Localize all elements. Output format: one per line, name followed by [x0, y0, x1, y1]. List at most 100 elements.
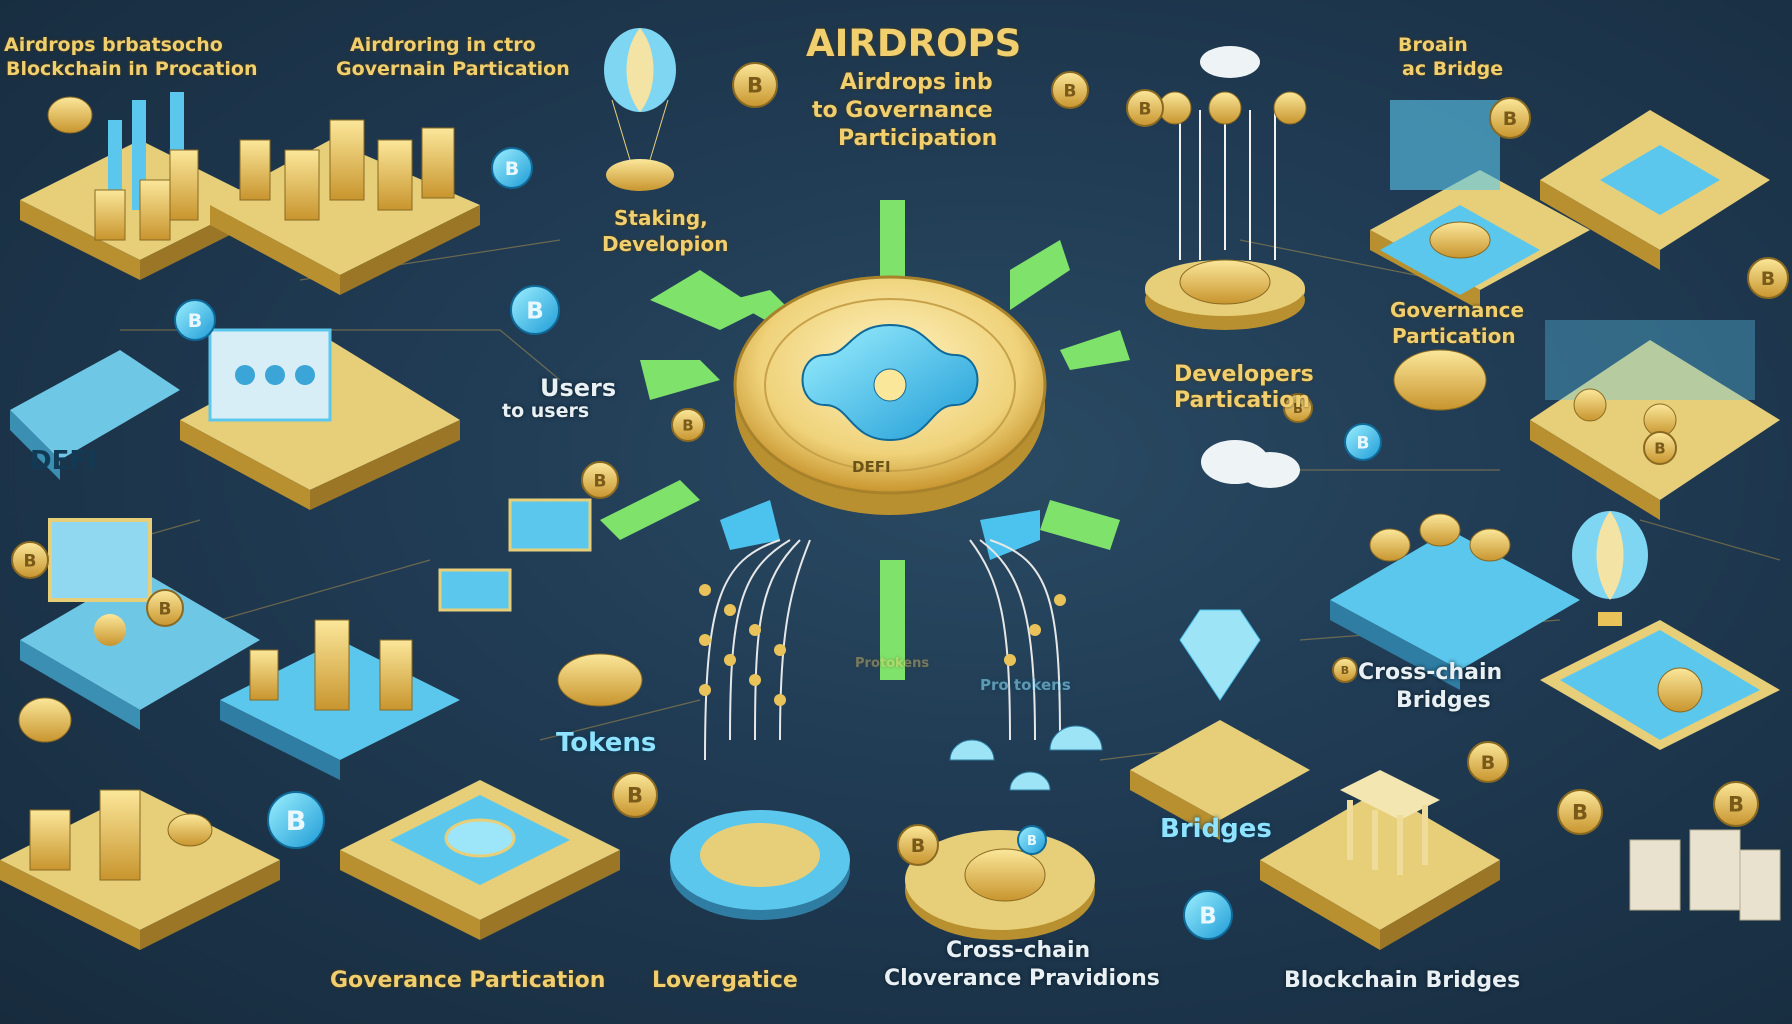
platform-bottom-left — [0, 697, 280, 950]
hub-label: DEFI — [852, 458, 891, 476]
svg-text:B: B — [911, 835, 925, 857]
token-boxes — [438, 498, 643, 707]
label-bottom-left: Goverance Partication — [330, 968, 606, 993]
label-bottom-left-2: Lovergatice — [652, 968, 798, 993]
label-center-faint: Protokens — [855, 656, 930, 671]
label-bottom-mid-2: Cloverance Pravidions — [884, 966, 1160, 991]
platform-top-mid — [210, 119, 480, 295]
label-bottom-mid-1: Cross-chain — [946, 938, 1091, 963]
coin-icon: B — [732, 62, 778, 108]
svg-text:B: B — [1293, 402, 1303, 417]
coin-icon: B — [612, 772, 658, 818]
label-top-right-1: Broain — [1398, 34, 1468, 56]
label-bridges: Bridges — [1160, 814, 1272, 844]
label-pro-tokens: Pro tokens — [980, 676, 1071, 694]
coin-icon: B — [510, 285, 560, 335]
coin-icon: B — [897, 824, 939, 866]
label-developers-1: Developers — [1174, 362, 1314, 387]
label-tokens: Tokens — [556, 728, 657, 758]
platform-left-monitor — [20, 518, 260, 730]
subtitle-line-1: Airdrops inb — [840, 70, 993, 95]
svg-text:B: B — [1199, 903, 1217, 929]
svg-text:B: B — [24, 551, 37, 571]
subtitle-line-2: to Governance — [812, 98, 993, 123]
coin-icon: B — [581, 461, 619, 499]
svg-text:B: B — [594, 471, 607, 491]
svg-text:B: B — [1728, 793, 1744, 817]
subtitle-line-3: Participation — [838, 126, 998, 151]
central-hub-coin — [733, 275, 1047, 515]
svg-text:B: B — [286, 806, 307, 837]
label-top-mid-2: Governain Partication — [336, 58, 570, 80]
label-staking-1: Staking, — [614, 206, 708, 230]
balloon-icon — [604, 28, 676, 191]
svg-text:B: B — [1357, 433, 1370, 453]
drip-lines-right — [969, 539, 1061, 741]
label-governance-2: Partication — [1392, 324, 1516, 348]
label-top-left-1: Airdrops brbatsocho — [4, 34, 223, 56]
drip-dots — [699, 584, 1066, 706]
coin-icon: B — [1283, 393, 1313, 423]
coin-icon: B — [1332, 657, 1358, 683]
coin-icon: B — [1126, 89, 1164, 127]
svg-text:B: B — [1139, 99, 1152, 119]
coin-icon: B — [1183, 890, 1233, 940]
cloud-icon — [1201, 440, 1300, 488]
label-top-mid-1: Airdroring in ctro — [350, 34, 536, 56]
platform-bridges-diamond — [1130, 609, 1310, 840]
label-bottom-right: Blockchain Bridges — [1284, 968, 1521, 993]
label-governance-1: Governance — [1390, 298, 1525, 322]
coin-icon: B — [11, 541, 49, 579]
coin-icon: B — [491, 147, 533, 189]
coin-icon: B — [1713, 781, 1759, 827]
coin-icon: B — [1489, 97, 1531, 139]
svg-text:B: B — [1481, 752, 1495, 774]
label-cross-chain-2: Bridges — [1396, 688, 1491, 713]
balloon-icon-right — [1572, 511, 1648, 626]
svg-text:B: B — [526, 298, 544, 324]
label-cross-chain-1: Cross-chain — [1358, 660, 1503, 685]
svg-text:B: B — [1503, 108, 1517, 130]
svg-text:B: B — [1654, 440, 1665, 458]
coin-icon: B — [1643, 431, 1677, 465]
label-top-right-2: ac Bridge — [1402, 58, 1504, 80]
platform-bottom-right — [1260, 770, 1781, 950]
scattered-coins: B B B B B B B B B B B B B B B B B B B B B B B B — [11, 62, 1789, 940]
label-top-left-2: Blockchain in Procation — [6, 58, 258, 80]
svg-text:B: B — [1572, 801, 1588, 825]
coin-icon: B — [1017, 825, 1047, 855]
platform-bottom-center — [670, 725, 1103, 940]
svg-text:B: B — [188, 310, 202, 332]
label-defi: DEFI — [30, 446, 97, 476]
svg-text:B: B — [1027, 834, 1037, 849]
coin-icon: B — [671, 408, 705, 442]
platform-right-mid — [1530, 320, 1780, 520]
coin-icon: B — [1467, 741, 1509, 783]
svg-text:B: B — [159, 599, 172, 619]
platform-bottom-mid-left — [340, 780, 620, 940]
platform-top-right — [1370, 100, 1770, 310]
label-users-1: Users — [540, 374, 617, 402]
drip-lines-left — [704, 539, 811, 761]
platform-left-coins — [220, 619, 460, 780]
svg-text:B: B — [505, 158, 519, 180]
svg-text:B: B — [1761, 268, 1775, 290]
label-developers-2: Partication — [1174, 388, 1311, 413]
coin-icon: B — [267, 791, 325, 849]
svg-text:B: B — [1064, 81, 1077, 101]
coin-icon: B — [1557, 789, 1603, 835]
coin-icon: B — [1051, 71, 1089, 109]
platform-defi — [10, 328, 460, 510]
platform-right-bridges — [1330, 513, 1780, 750]
svg-text:B: B — [682, 417, 693, 435]
title: AIRDROPS — [806, 22, 1022, 65]
label-staking-2: Developion — [602, 232, 729, 256]
platform-top-left — [20, 92, 260, 280]
label-users-2: to users — [502, 400, 590, 422]
coin-icon: B — [174, 299, 216, 341]
svg-text:B: B — [1341, 664, 1349, 677]
coin-icon: B — [146, 589, 184, 627]
coin-icon: B — [1344, 423, 1382, 461]
